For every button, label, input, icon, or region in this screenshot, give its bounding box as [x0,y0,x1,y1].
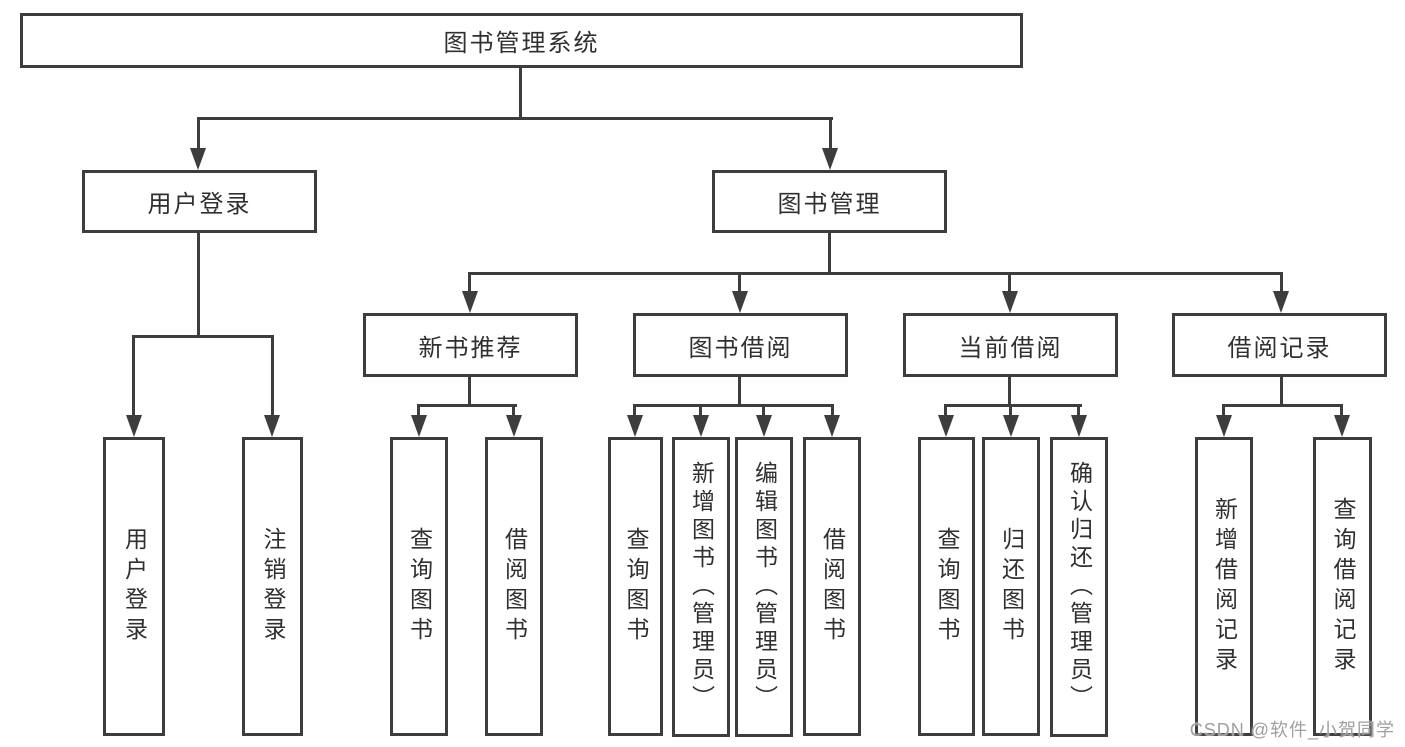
node-borrow-record: 借阅记录 [1172,313,1387,377]
leaf-borrow-book-1-label: 借阅图书 [501,526,528,647]
node-book-borrow-label: 图书借阅 [688,334,793,362]
arrow-down-icon [756,415,772,437]
arrow-down-icon [822,148,838,170]
node-book-management: 图书管理 [712,170,947,233]
arrow-down-icon [938,415,954,437]
node-root-label: 图书管理系统 [443,30,600,57]
connector-line [762,404,765,415]
connector-line [468,272,1283,275]
leaf-query-book-2-label: 查询图书 [623,526,649,647]
leaf-user-login-label: 用户登录 [121,526,148,647]
connector-line [944,404,1082,407]
connector-line [197,233,200,338]
node-book-management-label: 图书管理 [777,191,882,218]
leaf-logout-label: 注销登录 [260,526,286,647]
leaf-add-book-admin-label: 新增图书（管理员） [688,461,715,713]
connector-line [699,404,702,415]
connector-line [512,404,515,415]
connector-line [738,272,741,291]
arrow-down-icon [506,415,522,437]
leaf-borrow-book-2-label: 借阅图书 [819,526,846,647]
connector-line [197,117,833,120]
connector-line [468,272,471,291]
connector-line [1008,377,1011,407]
arrow-down-icon [627,415,643,437]
connector-line [197,117,200,148]
connector-line [1222,404,1343,407]
node-book-borrow: 图书借阅 [633,313,848,377]
leaf-user-login: 用户登录 [103,437,165,736]
arrow-down-icon [462,291,478,313]
connector-line [738,377,741,407]
connector-line [132,335,274,338]
arrow-down-icon [264,415,280,437]
connector-line [828,233,831,275]
node-borrow-record-label: 借阅记录 [1227,334,1332,362]
leaf-borrow-book-2: 借阅图书 [803,437,861,736]
connector-line [831,404,834,415]
leaf-query-book-1: 查询图书 [390,437,448,736]
arrow-down-icon [1216,415,1232,437]
arrow-down-icon [732,291,748,313]
connector-line [633,404,834,407]
connector-line [1222,404,1225,415]
leaf-query-book-1-label: 查询图书 [406,526,433,647]
arrow-down-icon [1002,291,1018,313]
connector-line [1009,404,1012,415]
node-root: 图书管理系统 [20,13,1023,68]
arrow-down-icon [126,415,142,437]
connector-line [417,404,420,415]
leaf-query-borrow-record: 查询借阅记录 [1313,437,1372,736]
arrow-down-icon [1273,291,1289,313]
leaf-add-book-admin: 新增图书（管理员） [672,437,730,737]
connector-line [633,404,636,415]
leaf-edit-book-admin-label: 编辑图书（管理员） [751,461,778,713]
connector-line [1280,272,1283,291]
arrow-down-icon [1334,415,1350,437]
arrow-down-icon [1003,415,1019,437]
connector-line [417,404,517,407]
node-new-book-recommend: 新书推荐 [363,313,578,377]
leaf-logout: 注销登录 [242,437,303,736]
connector-line [1008,272,1011,291]
leaf-edit-book-admin: 编辑图书（管理员） [735,437,793,737]
arrow-down-icon [693,415,709,437]
connector-line [829,117,832,148]
arrow-down-icon [824,415,840,437]
leaf-confirm-return-admin-label: 确认归还（管理员） [1066,461,1093,713]
connector-line [1077,404,1080,415]
connector-line [271,335,274,415]
leaf-borrow-book-1: 借阅图书 [485,437,543,736]
connector-line [132,335,135,415]
leaf-query-borrow-record-label: 查询借阅记录 [1330,496,1356,677]
connector-line [468,377,471,407]
leaf-return-book-label: 归还图书 [998,526,1025,647]
connector-line [519,68,522,120]
leaf-query-book-2: 查询图书 [608,437,663,736]
watermark: CSDN @软件_小贺同学 [1189,720,1395,740]
arrow-down-icon [190,148,206,170]
node-current-borrow-label: 当前借阅 [958,334,1063,362]
node-new-book-recommend-label: 新书推荐 [418,334,523,362]
node-current-borrow: 当前借阅 [903,313,1118,377]
node-user-login: 用户登录 [82,170,317,233]
leaf-add-borrow-record: 新增借阅记录 [1195,437,1253,736]
leaf-query-book-3-label: 查询图书 [934,526,960,647]
leaf-return-book: 归还图书 [982,437,1040,736]
connector-line [1340,404,1343,415]
node-user-login-label: 用户登录 [147,191,252,218]
connector-line [1280,377,1283,407]
leaf-query-book-3: 查询图书 [918,437,975,736]
arrow-down-icon [1071,415,1087,437]
connector-line [944,404,947,415]
leaf-confirm-return-admin: 确认归还（管理员） [1050,437,1108,737]
leaf-add-borrow-record-label: 新增借阅记录 [1211,496,1238,677]
arrow-down-icon [411,415,427,437]
